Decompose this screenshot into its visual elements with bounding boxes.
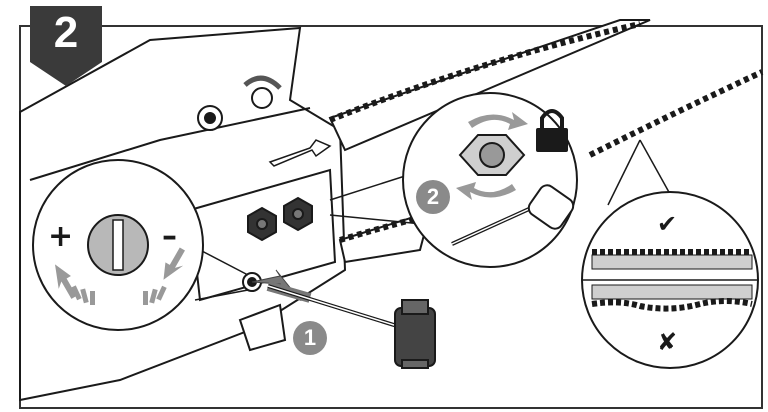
guide-bar xyxy=(328,19,651,264)
bar-segment-wrong xyxy=(591,284,753,300)
step-number: 2 xyxy=(53,8,79,57)
bar-wrench-icon xyxy=(451,184,575,246)
chain-far xyxy=(588,69,764,158)
chain-upper xyxy=(328,21,641,123)
adjust-knob xyxy=(197,75,282,131)
chain-slack xyxy=(591,298,753,312)
rotate-cw-arrow-icon xyxy=(143,247,185,305)
callout-1: 1 xyxy=(293,321,327,355)
chain-direction-icon xyxy=(268,139,332,167)
correct-check-mark: ✔ xyxy=(657,210,678,238)
bar-segment-correct xyxy=(591,254,753,270)
rotate-arrows-icon xyxy=(456,112,528,200)
wrench-icon xyxy=(267,284,436,369)
rotate-ccw-arrow-icon xyxy=(55,264,95,305)
lock-icon xyxy=(536,109,568,152)
callout-2: 2 xyxy=(416,180,450,214)
minus-sign: – xyxy=(162,219,177,254)
nut-icon xyxy=(458,134,526,176)
magnify-nut-circle xyxy=(402,92,578,268)
step-badge xyxy=(30,6,102,86)
bar-nuts xyxy=(247,196,313,242)
tension-dial-icon xyxy=(87,214,149,276)
plus-sign: + xyxy=(48,219,74,254)
wrong-x-mark: ✘ xyxy=(657,328,678,356)
